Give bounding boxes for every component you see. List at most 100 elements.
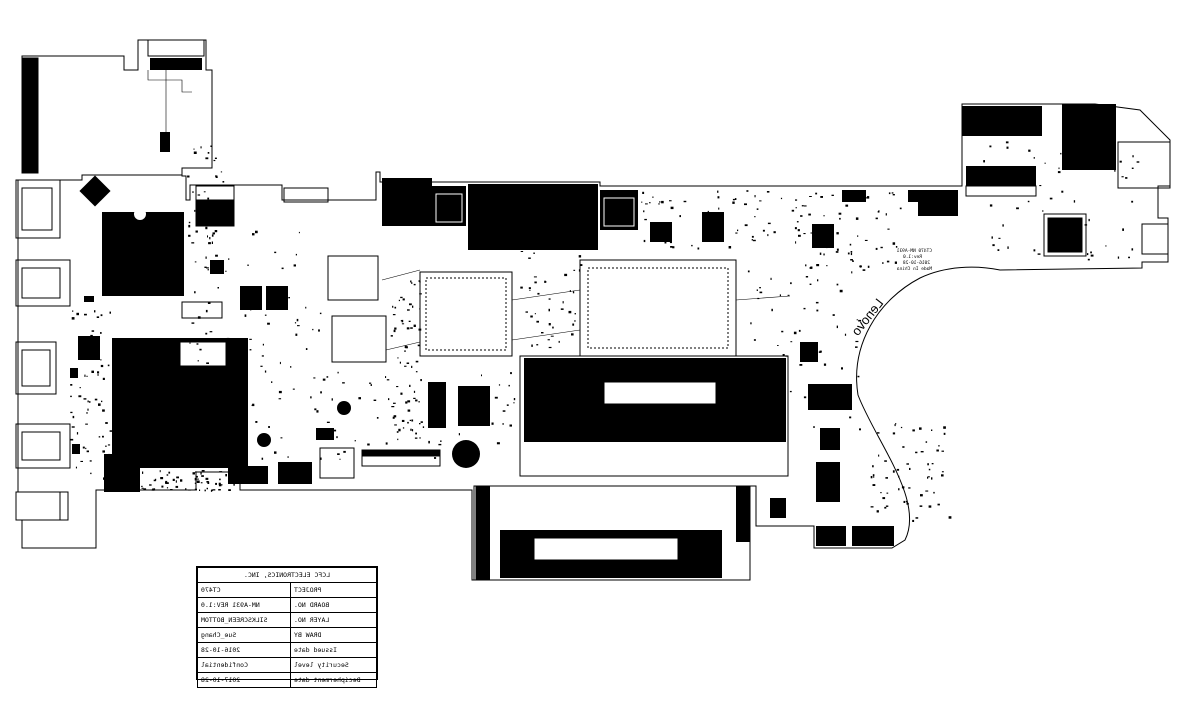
silk-dot bbox=[901, 486, 905, 489]
silk-dot bbox=[187, 175, 190, 178]
silk-dot bbox=[794, 227, 797, 230]
silk-dot bbox=[815, 301, 819, 304]
silk-dot bbox=[859, 428, 861, 431]
silk-dot bbox=[805, 264, 807, 267]
silk-dot bbox=[419, 308, 421, 310]
silk-dot bbox=[670, 206, 674, 210]
silk-dot bbox=[397, 438, 399, 441]
silk-dot bbox=[215, 175, 218, 177]
silk-dot bbox=[195, 230, 198, 233]
silk-dot bbox=[746, 390, 749, 392]
sodimm-slot-upper bbox=[519, 355, 789, 477]
mini-block-8 bbox=[966, 166, 1036, 186]
silk-dot bbox=[80, 356, 84, 358]
silk-dot bbox=[524, 233, 526, 236]
silk-dot bbox=[295, 333, 298, 336]
silk-dot bbox=[941, 450, 944, 452]
silk-dot bbox=[577, 215, 580, 218]
silk-dot bbox=[385, 376, 387, 378]
silk-dot bbox=[262, 343, 264, 346]
silk-dot bbox=[818, 351, 822, 353]
silk-dot bbox=[1063, 225, 1066, 229]
silk-dot bbox=[100, 364, 104, 368]
silk-dot bbox=[545, 210, 547, 213]
silk-dot bbox=[206, 362, 209, 364]
side-connector-1 bbox=[1117, 141, 1171, 189]
silk-dot bbox=[207, 235, 208, 238]
silk-dot bbox=[494, 396, 498, 399]
silk-dot bbox=[793, 331, 797, 335]
silk-dot bbox=[496, 442, 500, 445]
silk-dot bbox=[399, 361, 401, 364]
silk-dot bbox=[1090, 251, 1092, 254]
silk-dot bbox=[744, 203, 747, 206]
silk-dot bbox=[431, 404, 435, 406]
silk-dot bbox=[908, 487, 911, 489]
silk-dot bbox=[1060, 152, 1062, 155]
silk-dot bbox=[860, 265, 862, 268]
silk-dot bbox=[415, 371, 418, 373]
silk-dot bbox=[274, 251, 277, 254]
silk-dot bbox=[644, 218, 647, 221]
silk-dot bbox=[105, 422, 108, 424]
silk-dot bbox=[843, 405, 845, 407]
silk-dot bbox=[1005, 141, 1009, 144]
silk-dot bbox=[762, 401, 764, 404]
silk-dot bbox=[759, 287, 761, 289]
silk-dot bbox=[552, 326, 554, 329]
silk-dot bbox=[533, 252, 535, 254]
silk-dot bbox=[207, 152, 210, 154]
silk-dot bbox=[1039, 185, 1042, 187]
silk-dot bbox=[906, 463, 909, 465]
silk-dot bbox=[872, 484, 876, 486]
silk-dot bbox=[803, 307, 806, 310]
silk-dot bbox=[541, 332, 544, 334]
silk-dot bbox=[803, 396, 807, 399]
silk-dot bbox=[196, 475, 198, 478]
silk-dot bbox=[90, 472, 92, 475]
silk-dot bbox=[875, 247, 878, 250]
silk-dot bbox=[213, 159, 216, 162]
silk-dot bbox=[1049, 197, 1053, 200]
silk-dot bbox=[278, 390, 282, 394]
silk-dot bbox=[707, 210, 709, 213]
silk-dot bbox=[574, 320, 576, 322]
silk-dot bbox=[1037, 253, 1041, 255]
silk-dot bbox=[1033, 157, 1035, 159]
silk-dot bbox=[670, 246, 673, 248]
silk-dot bbox=[278, 398, 282, 400]
silk-dot bbox=[411, 419, 414, 422]
silk-dot bbox=[669, 241, 672, 244]
silk-dot bbox=[210, 490, 213, 492]
silk-dot bbox=[931, 463, 934, 465]
silk-dot bbox=[72, 310, 74, 312]
silk-dot bbox=[574, 313, 576, 315]
title-row: CT470 PROJECT bbox=[196, 582, 377, 598]
silk-dot bbox=[550, 335, 554, 337]
silk-dot bbox=[1131, 167, 1134, 169]
silk-dot bbox=[528, 238, 531, 240]
silk-dot bbox=[214, 230, 218, 233]
memory-chip-1 bbox=[327, 255, 379, 301]
silk-dot bbox=[948, 516, 952, 519]
silk-dot bbox=[909, 467, 911, 470]
silk-dot bbox=[642, 191, 645, 194]
silk-dot bbox=[84, 313, 87, 316]
silk-dot bbox=[836, 283, 839, 286]
round-capacitor-1 bbox=[337, 401, 351, 415]
silk-dot bbox=[679, 215, 681, 218]
mini-block-5 bbox=[78, 336, 100, 360]
silk-dot bbox=[894, 261, 897, 264]
silk-dot bbox=[313, 377, 316, 379]
silk-dot bbox=[175, 485, 179, 488]
silk-dot bbox=[367, 443, 370, 446]
silk-dot bbox=[250, 308, 252, 311]
silk-dot bbox=[400, 320, 403, 322]
silk-dot bbox=[1114, 170, 1116, 172]
silk-dot bbox=[385, 442, 388, 445]
silk-dot bbox=[70, 438, 74, 441]
silk-dot bbox=[293, 264, 296, 267]
silk-dot bbox=[558, 340, 560, 343]
silk-dot bbox=[205, 477, 209, 480]
silk-dot bbox=[851, 271, 853, 274]
